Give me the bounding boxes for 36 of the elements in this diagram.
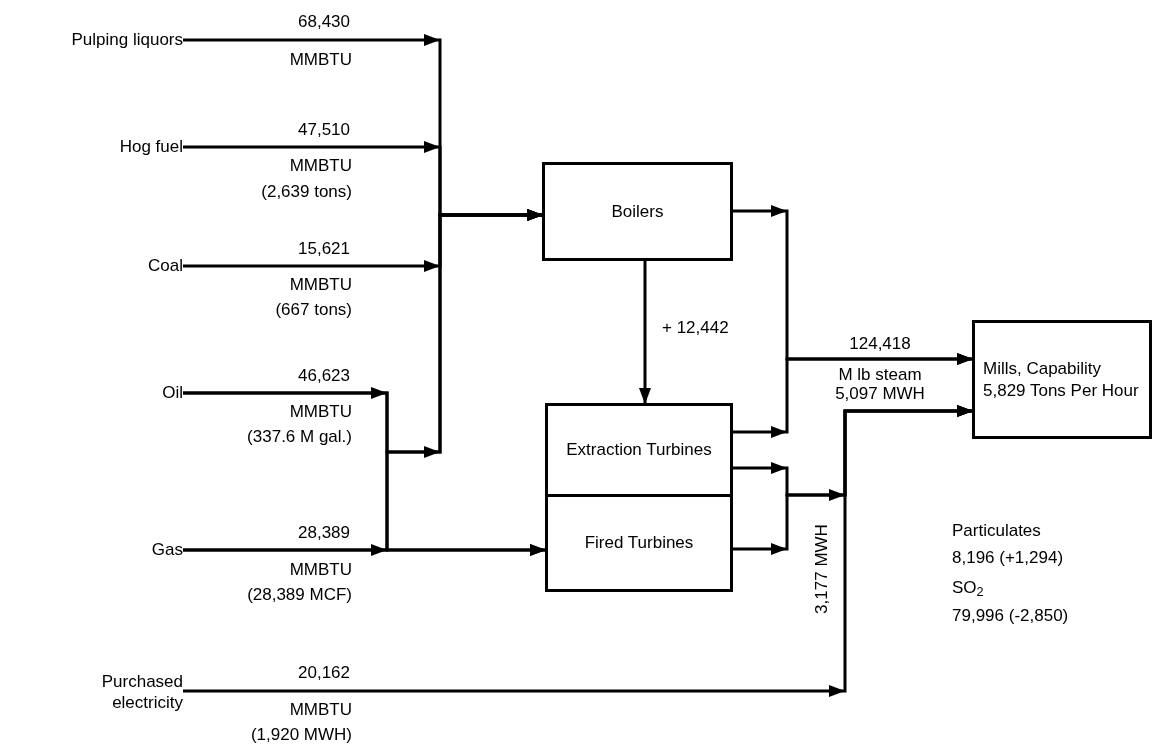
arrow (183, 405, 973, 693)
flow-annotation: (667 tons) (275, 299, 352, 321)
flow-annotation: (1,920 MWH) (250, 724, 352, 746)
flow-annotation: 5,097 MWH (835, 383, 925, 405)
flow-annotation: MMBTU (289, 155, 352, 177)
process-box (542, 162, 733, 261)
flow-annotation: 3,177 MWH (811, 524, 833, 614)
flow-annotation: MMBTU (289, 401, 352, 423)
node-text: Oil (162, 382, 183, 404)
flow-annotation: (2,639 tons) (261, 181, 352, 203)
flow-annotation: (337.6 M gal.) (247, 426, 352, 448)
flow-annotation: 8,196 (+1,294) (952, 547, 1064, 569)
node-text: Pulping liquors (71, 29, 183, 51)
process-box (545, 403, 733, 497)
process-box (545, 497, 733, 592)
process-box (972, 320, 1152, 439)
flow-annotation: MMBTU (289, 49, 352, 71)
node-text: Fired Turbines (584, 532, 694, 554)
node-text: Mills, Capability 5,829 Tons Per Hour (983, 358, 1140, 401)
flow-annotation: Particulates (952, 520, 1041, 542)
node-text: Coal (148, 255, 183, 277)
node-text: Extraction Turbines (566, 439, 712, 461)
node-text: Hog fuel (119, 136, 183, 158)
flow-annotation: (28,389 MCF) (247, 584, 352, 606)
flow-annotation: 79,996 (-2,850) (952, 605, 1069, 627)
arrow (639, 261, 651, 404)
arrow (733, 353, 973, 434)
flow-annotation: SO$_{2}$ (952, 577, 984, 599)
node-text: Purchased electricity (100, 670, 183, 714)
node-text: Boilers (611, 200, 664, 223)
flow-annotation: MMBTU (289, 274, 352, 296)
flow-annotation: M lb steam (838, 364, 922, 386)
flow-annotation: MMBTU (289, 699, 352, 721)
node-text: Gas (151, 539, 183, 561)
arrow (183, 544, 546, 556)
flow-annotation: MMBTU (289, 559, 352, 581)
